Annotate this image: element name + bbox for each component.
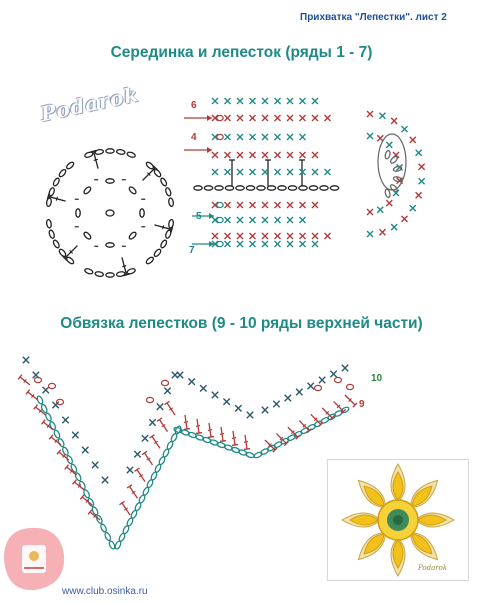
row-label-7: 7 — [189, 245, 195, 256]
sheet-label: Прихватка "Лепестки". лист 2 — [300, 12, 447, 23]
site-url: www.club.osinka.ru — [62, 586, 148, 597]
row-arrows — [184, 115, 214, 247]
crochet-center-circle — [46, 148, 174, 278]
crochet-edging-chart — [17, 356, 358, 550]
flower-illustration — [341, 463, 455, 577]
flower-photo: Podarok — [327, 459, 469, 581]
row-label-10: 10 — [371, 373, 383, 384]
section-title-edging: Обвязка лепестков (9 - 10 ряды верхней ч… — [60, 315, 423, 332]
row-label-5: 5 — [196, 211, 202, 222]
row-label-6: 6 — [191, 100, 197, 111]
photo-caption: Podarok — [418, 564, 448, 572]
row-label-9: 9 — [359, 399, 365, 410]
section-title-center-petal: Серединка и лепесток (ряды 1 - 7) — [110, 44, 373, 61]
row-label-4: 4 — [191, 132, 197, 143]
osinka-logo-icon — [4, 527, 65, 591]
crochet-petal-chart — [193, 97, 426, 248]
